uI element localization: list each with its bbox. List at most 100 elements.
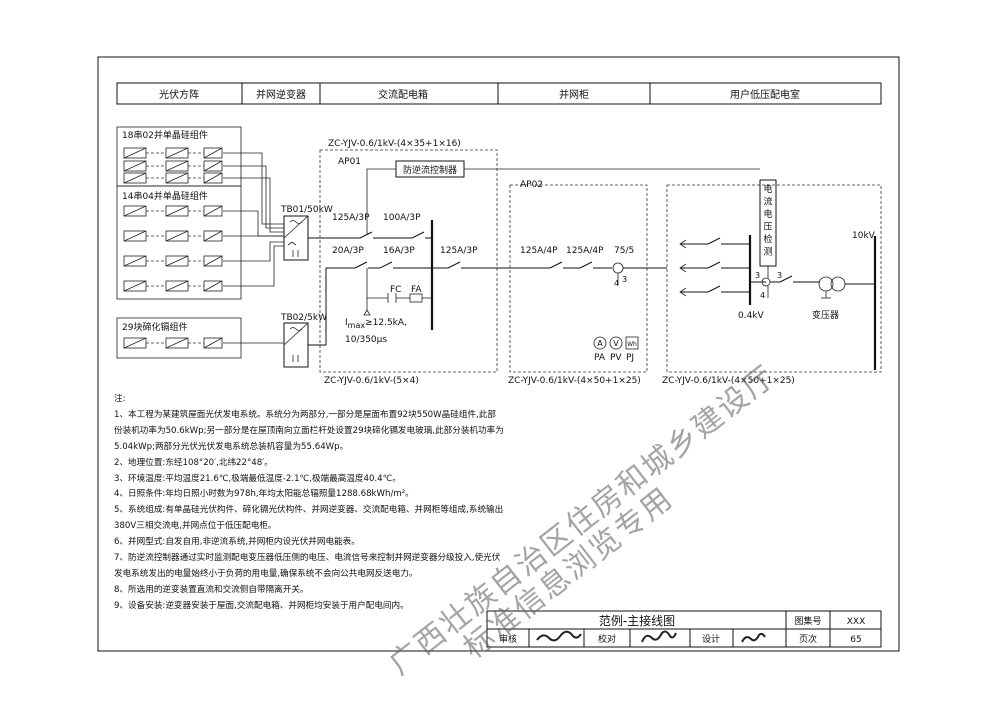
terminal-3c: 3 [622, 275, 627, 284]
voltage-10kv: 10kV [852, 231, 876, 241]
pv-module-diagonal [203, 337, 223, 349]
drawing-title: 范例-主接线图 [599, 613, 675, 628]
voltage-04kv: 0.4kV [738, 311, 765, 321]
reviewer-signature [536, 630, 582, 642]
ap02-label: AP02 [520, 180, 543, 190]
detect-char: 压 [763, 222, 772, 233]
detect-char: 电 [763, 208, 772, 220]
pv-module-diagonal [165, 205, 189, 217]
energy-meter-icon: Wh [627, 341, 637, 348]
detect-char: 流 [763, 196, 772, 208]
ap02-pv: PV [610, 353, 622, 363]
ap01-wiring [308, 220, 510, 346]
pv-module-diagonal [123, 172, 147, 184]
pv-module-diagonal [165, 255, 189, 267]
design-label: 设计 [702, 633, 720, 645]
pv-module-diagonal [123, 230, 147, 242]
pv-module-diagonal [123, 280, 147, 292]
pv-group2-label: 14串04并单晶硅组件 [122, 190, 208, 202]
pv-module-diagonal [203, 172, 223, 184]
pv-module-diagonal [165, 337, 189, 349]
lv-room-box [666, 184, 882, 373]
terminal-3a: 3 [755, 271, 760, 280]
ap02-pa: PA [594, 353, 606, 363]
header-col-4: 并网柜 [559, 88, 589, 101]
drawing-frame [97, 56, 900, 652]
inverter2-label: TB02/5kW [280, 313, 327, 323]
pv-array-group-2: 14串04并单晶硅组件 [116, 185, 242, 300]
pv-module-diagonal [203, 147, 223, 159]
inverter1-label: TB01/50kW [280, 205, 333, 215]
pv-module-diagonal [123, 160, 147, 172]
pv-module-diagonal [203, 160, 223, 172]
note-item: 8、所选用的逆变装置直流和交流侧自带隔离开关。 [114, 584, 309, 595]
review-label: 审核 [499, 633, 517, 645]
cable-bottom1-label: ZC-YJV-0.6/1kV-(5×4) [324, 376, 419, 386]
ap01-impulse: 10/350μs [345, 335, 387, 345]
pv-group3-label: 29块碲化镉组件 [122, 321, 187, 333]
pv-module-diagonal [203, 230, 223, 242]
ap02-pj: PJ [626, 353, 634, 363]
terminal-4b: 4 [614, 279, 619, 288]
pv-module-diagonal [203, 280, 223, 292]
lv-room-wiring [679, 235, 877, 370]
ap01-label: AP01 [338, 157, 361, 167]
controller-label: 防逆流控制器 [403, 164, 457, 176]
note-item: 9、设备安装:逆变器安装于屋面,交流配电箱、并网柜均安装于用户配电间内。 [114, 600, 409, 611]
header-col-2: 并网逆变器 [256, 88, 306, 101]
cable-bottom2-label: ZC-YJV-0.6/1kV-(4×50+1×25) [508, 376, 641, 386]
note-item: 5、系统组成:有单晶硅光伏构件、碲化镉光伏构件、并网逆变器、交流配电箱、并网柜等… [114, 505, 504, 532]
pv-module-diagonal [203, 255, 223, 267]
transformer-label: 变压器 [812, 309, 839, 321]
notes-block: 注: 1、本工程为某建筑屋面光伏发电系统。系统分为两部分,一部分是屋面布置92块… [114, 392, 504, 615]
page-value: 65 [850, 635, 861, 645]
pv-module-diagonal [123, 205, 147, 217]
pv-module-diagonal [165, 280, 189, 292]
ap02-breaker1: 125A/4P [520, 246, 558, 256]
pv-module-diagonal [123, 337, 147, 349]
pv-module-diagonal [165, 172, 189, 184]
designer-signature [741, 632, 766, 643]
notes-list: 1、本工程为某建筑屋面光伏发电系统。系统分为两部分,一部分是屋面布置92块550… [114, 408, 504, 615]
ammeter-icon: A [597, 339, 603, 348]
atlas-value: XXX [847, 617, 866, 627]
page-label: 页次 [799, 633, 817, 645]
ap02-box [509, 184, 648, 373]
note-item: 4、日照条件:年均日照小时数为978h,年均太阳能总辐照量1288.68kWh/… [114, 489, 414, 500]
pv-array-group-3: 29块碲化镉组件 [116, 317, 242, 359]
pv-module-diagonal [165, 230, 189, 242]
detect-char: 电 [763, 183, 772, 195]
header-col-5: 用户低压配电室 [730, 88, 800, 101]
atlas-label: 图集号 [794, 615, 821, 627]
inverter-tb01: TB01/50kW [280, 205, 333, 261]
voltmeter-icon: V [613, 339, 619, 348]
terminal-3b: 3 [777, 271, 782, 280]
notes-heading: 注: [114, 394, 126, 404]
ap01-breaker-20: 20A/3P [332, 246, 364, 256]
ap01-breaker-16: 16A/3P [383, 246, 415, 256]
ap02-breaker2: 125A/4P [566, 246, 604, 256]
dc-wiring [223, 152, 284, 344]
check-label: 校对 [598, 633, 616, 645]
note-item: 7、防逆流控制器通过实时监测配电变压器低压侧的电压、电流信号来控制并网逆变器分级… [114, 553, 501, 579]
header-col-1: 光伏方阵 [159, 88, 199, 101]
note-item: 3、环境温度:平均温度21.6℃,极端最低温度-2.1℃,极端最高温度40.4℃… [114, 473, 401, 484]
pv-module-diagonal [123, 147, 147, 159]
ap01-breaker-main: 125A/3P [332, 213, 370, 223]
pv-module-diagonal [165, 147, 189, 159]
header-col-3: 交流配电箱 [378, 88, 428, 101]
detect-char: 测 [763, 247, 772, 258]
ap01-imax: Imax≥12.5kA, [345, 318, 407, 330]
pv-module-diagonal [203, 205, 223, 217]
pv-module-diagonal [123, 255, 147, 267]
ap01-fa: FA [411, 285, 422, 295]
pv-module-diagonal [165, 160, 189, 172]
note-item: 2、地理位置:东经108°20′,北纬22°48′。 [114, 457, 273, 468]
note-item: 1、本工程为某建筑屋面光伏发电系统。系统分为两部分,一部分是屋面布置92块550… [114, 409, 504, 452]
ap01-breaker-out: 125A/3P [440, 246, 478, 256]
header-row: 光伏方阵 并网逆变器 交流配电箱 并网柜 用户低压配电室 [116, 82, 882, 105]
checker-signature [641, 630, 677, 643]
ap01-breaker-100: 100A/3P [383, 213, 421, 223]
